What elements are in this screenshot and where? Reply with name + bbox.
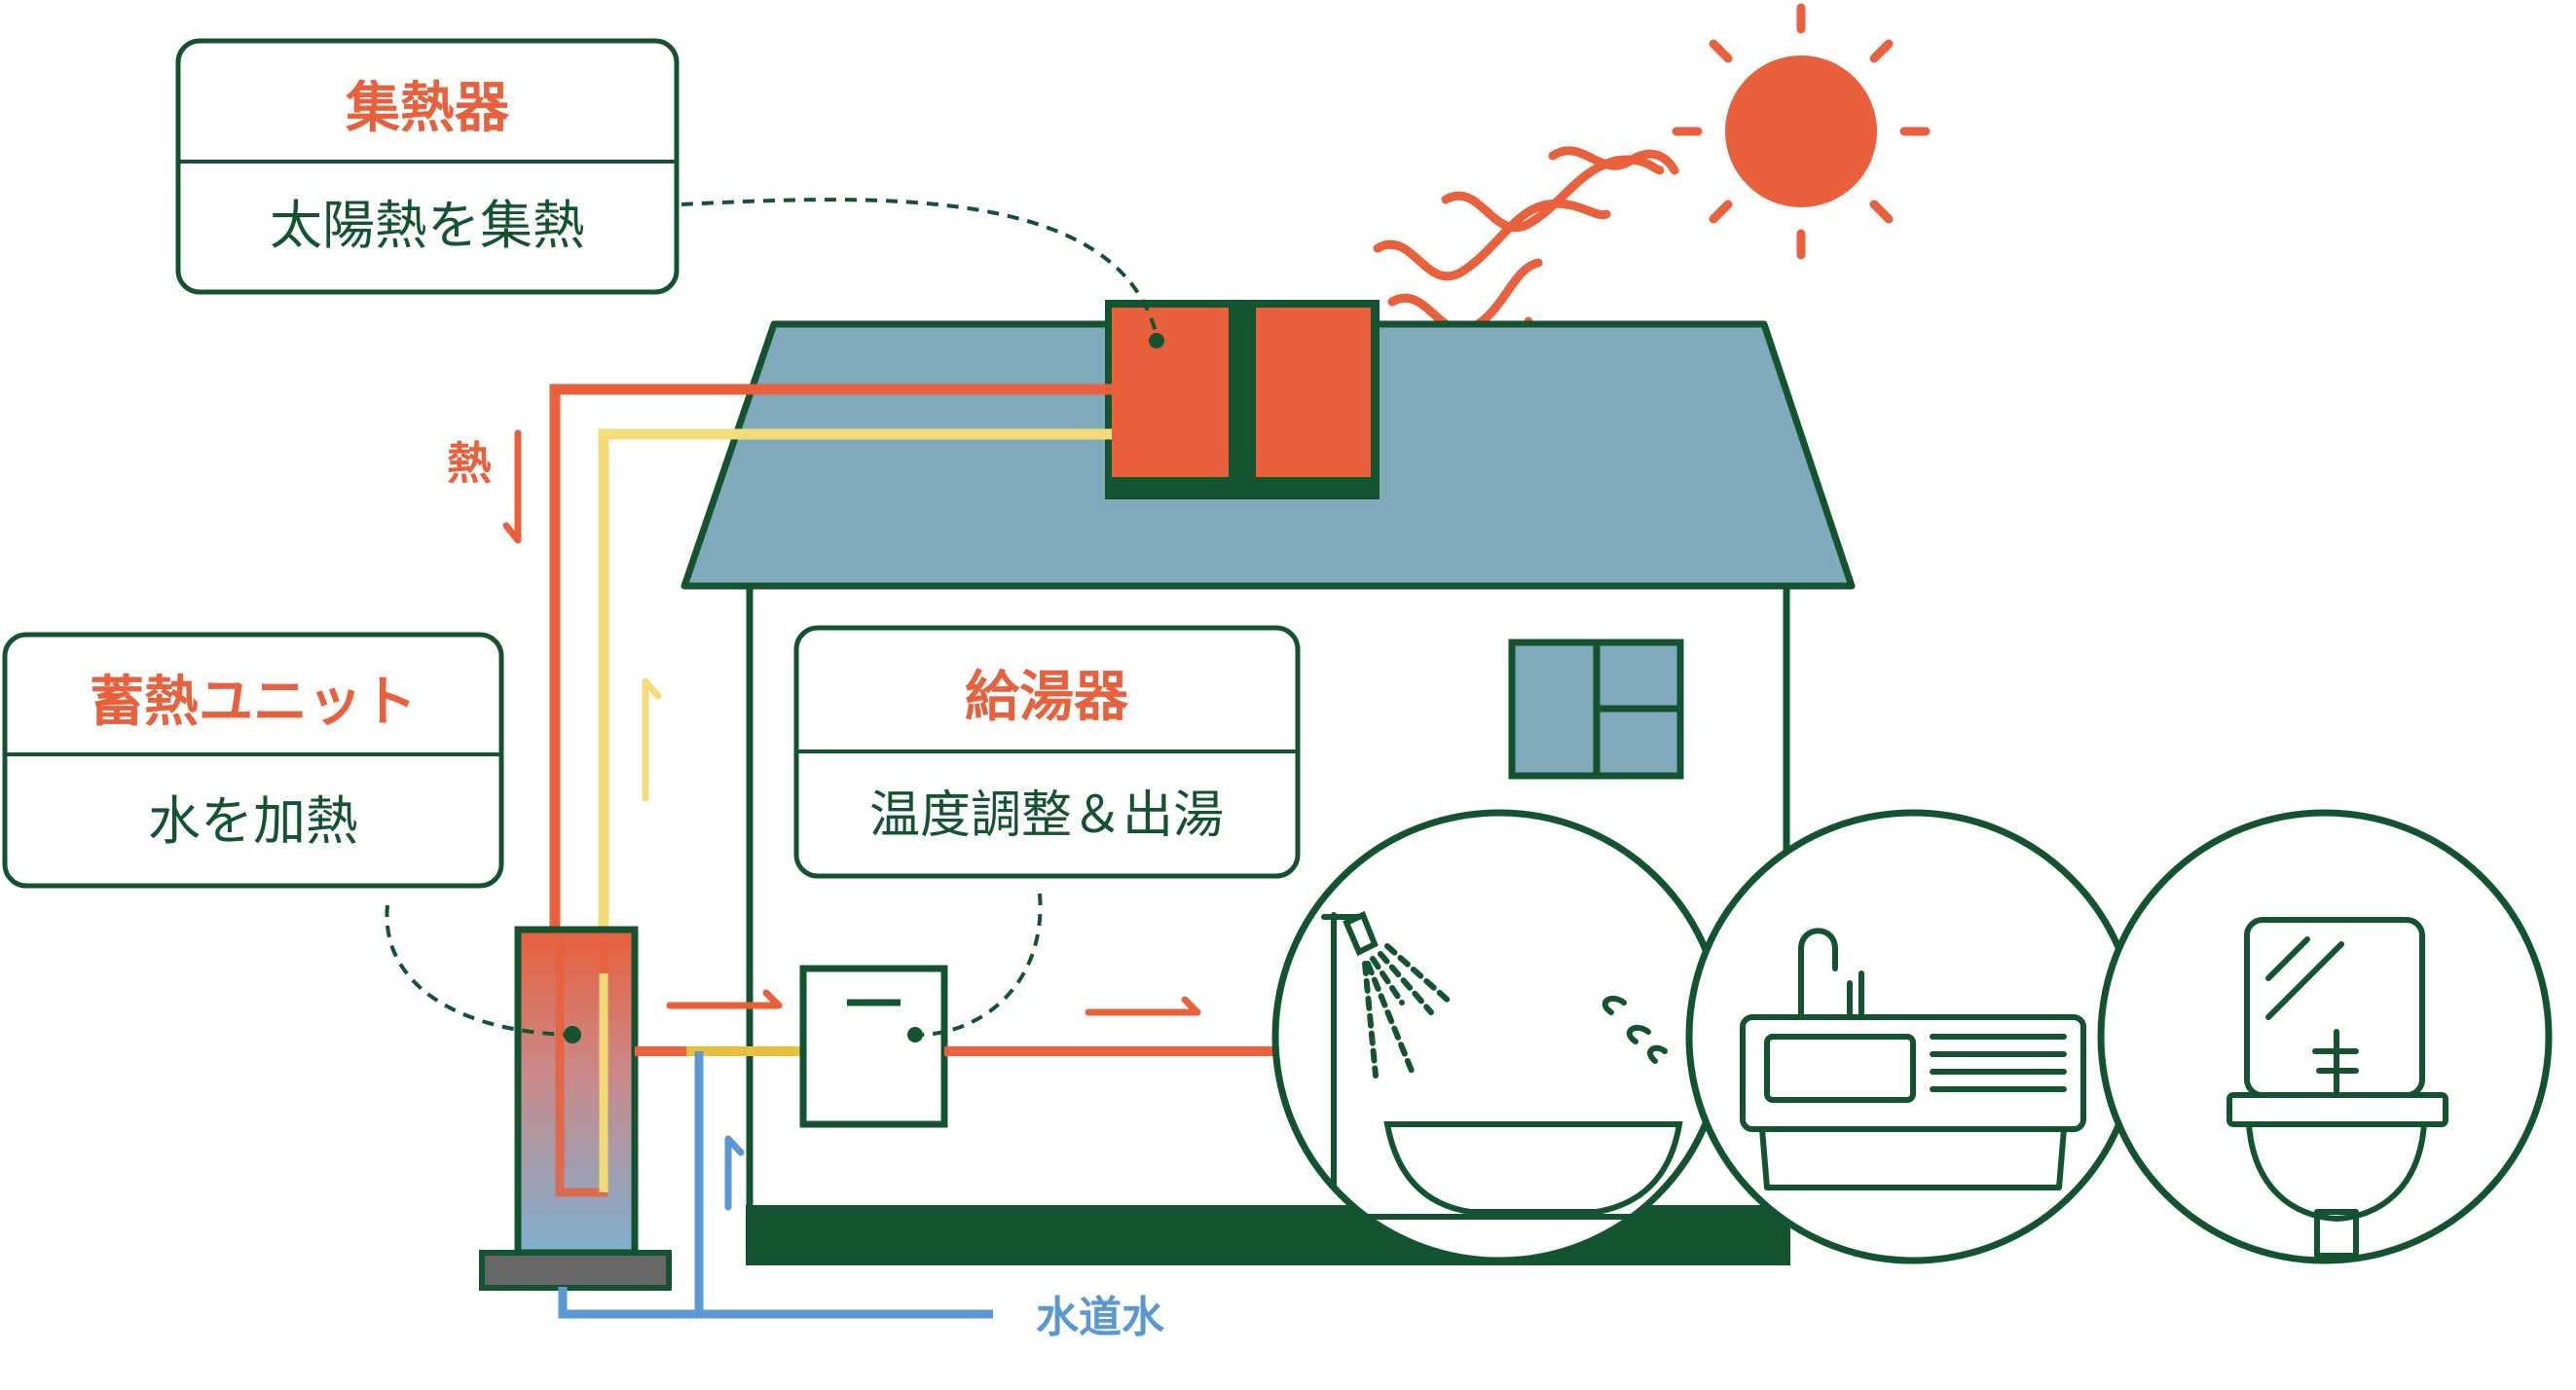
heat-down-arrow [502, 429, 522, 544]
washbasin-icon [2097, 809, 2553, 1264]
storage-callout: 蓄熱ユニット 水を加熱 [2, 632, 504, 889]
solar-collector [1105, 300, 1380, 499]
tap-water-label: 水道水 [1036, 1293, 1165, 1342]
sun-icon [1672, 3, 1931, 260]
tap-water-pipe [558, 1287, 993, 1319]
storage-tank [479, 926, 672, 1291]
shower-bath-icon [1271, 809, 1727, 1264]
collector-title: 集熱器 [345, 77, 510, 140]
water-heater-unit [799, 965, 948, 1128]
heater-callout: 給湯器 温度調整＆出湯 [793, 625, 1301, 879]
tap-up-arrow [724, 1135, 745, 1211]
flow-right-arrow-2 [1085, 996, 1201, 1016]
collector-desc: 太陽熱を集熱 [270, 195, 585, 256]
storage-title: 蓄熱ユニット [90, 671, 417, 734]
heat-label: 熱 [447, 437, 492, 490]
storage-desc: 水を加熱 [148, 790, 358, 852]
heater-leader [922, 893, 1043, 1037]
heater-title: 給湯器 [965, 666, 1129, 729]
house-window [1508, 639, 1684, 780]
storage-leader [385, 904, 570, 1037]
flow-right-arrow-1 [666, 989, 783, 1009]
kitchen-sink-icon [1685, 809, 2141, 1264]
return-up-arrow [642, 677, 662, 802]
collector-callout: 集熱器 太陽熱を集熱 [175, 38, 680, 295]
collector-leader [681, 198, 1159, 337]
heater-desc: 温度調整＆出湯 [869, 786, 1224, 845]
